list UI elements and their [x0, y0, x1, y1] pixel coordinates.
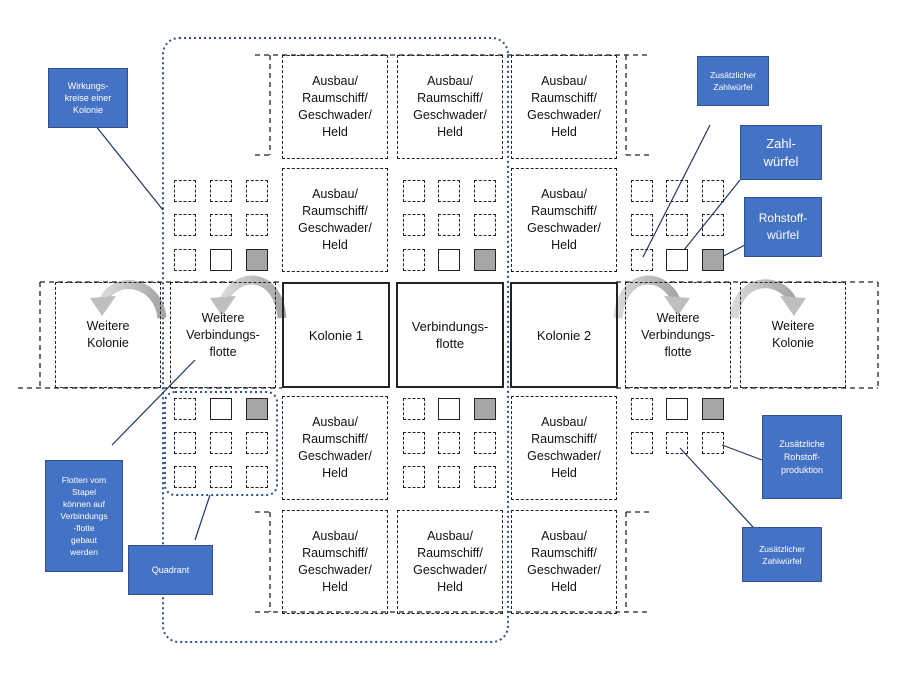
- rohstoffwuerfel-die: [702, 249, 724, 271]
- dice-slot: [474, 466, 496, 488]
- dice-slot: [631, 398, 653, 420]
- quadrant-outline: [164, 391, 278, 496]
- dice-slot: [631, 432, 653, 454]
- rohstoffwuerfel-die: [246, 398, 268, 420]
- dice-slot: [174, 398, 196, 420]
- kolonie-1: Kolonie 1: [282, 282, 390, 388]
- wirkungskreis-outline: [162, 37, 509, 643]
- zahlwuerfel-die: [438, 398, 460, 420]
- ausbau-cell-upper-1: Ausbau/ Raumschiff/ Geschwader/ Held: [282, 168, 388, 272]
- dice-slot: [246, 466, 268, 488]
- dice-slot: [246, 432, 268, 454]
- dice-slot: [631, 249, 653, 271]
- ausbau-cell-top-3: Ausbau/ Raumschiff/ Geschwader/ Held: [511, 55, 617, 159]
- rohstoffwuerfel-die: [702, 398, 724, 420]
- callout-rohstoffwuerfel: Rohstoff- würfel: [744, 197, 822, 257]
- callout-zusaetzliche-rohstoffproduktion: Zusätzliche Rohstoff- produktion: [762, 415, 842, 499]
- dice-slot: [174, 432, 196, 454]
- zahlwuerfel-die: [666, 398, 688, 420]
- zahlwuerfel-die: [210, 249, 232, 271]
- weitere-verbindungsflotte-left: Weitere Verbindungs- flotte: [170, 282, 276, 388]
- rohstoffwuerfel-die: [474, 249, 496, 271]
- dice-slot: [438, 214, 460, 236]
- dice-slot: [631, 214, 653, 236]
- dice-slot: [210, 214, 232, 236]
- dice-slot: [174, 180, 196, 202]
- connector-flotten: [111, 359, 196, 446]
- weitere-kolonie-right: Weitere Kolonie: [740, 282, 846, 388]
- callout-zahlwuerfel: Zahl- würfel: [740, 125, 822, 180]
- ausbau-cell-upper-3: Ausbau/ Raumschiff/ Geschwader/ Held: [511, 168, 617, 272]
- dice-slot: [174, 249, 196, 271]
- dice-slot: [174, 214, 196, 236]
- dice-slot: [666, 214, 688, 236]
- dice-slot: [174, 466, 196, 488]
- dice-slot: [702, 432, 724, 454]
- connector-zahlwuerfel: [679, 179, 741, 256]
- ausbau-cell-top-1: Ausbau/ Raumschiff/ Geschwader/ Held: [282, 55, 388, 159]
- dice-slot: [210, 180, 232, 202]
- dice-slot: [438, 432, 460, 454]
- weitere-verbindungsflotte-right: Weitere Verbindungs- flotte: [625, 282, 731, 388]
- callout-flotten-vom-stapel: Flotten vom Stapel können auf Verbindung…: [45, 460, 123, 572]
- dice-slot: [246, 180, 268, 202]
- arrow-right-inner: [613, 275, 690, 319]
- verbindungsflotte-center: Verbindungs- flotte: [396, 282, 504, 388]
- connector-zusaetzlicher-zahlwuerfel-top: [642, 124, 711, 258]
- dice-slot: [210, 432, 232, 454]
- dice-slot: [702, 214, 724, 236]
- dice-slot: [246, 214, 268, 236]
- dice-slot: [631, 180, 653, 202]
- rohstoffwuerfel-die: [474, 398, 496, 420]
- ausbau-cell-bottom-1: Ausbau/ Raumschiff/ Geschwader/ Held: [282, 510, 388, 614]
- ausbau-cell-bottom-2: Ausbau/ Raumschiff/ Geschwader/ Held: [397, 510, 503, 614]
- ausbau-cell-bottom-3: Ausbau/ Raumschiff/ Geschwader/ Held: [511, 510, 617, 614]
- ausbau-cell-lower-1: Ausbau/ Raumschiff/ Geschwader/ Held: [282, 396, 388, 500]
- zahlwuerfel-die: [210, 398, 232, 420]
- dice-slot: [474, 432, 496, 454]
- connector-wirkungskreise: [94, 124, 164, 211]
- weitere-kolonie-left: Weitere Kolonie: [55, 282, 161, 388]
- dice-slot: [403, 466, 425, 488]
- rohstoffwuerfel-die: [246, 249, 268, 271]
- dice-slot: [666, 432, 688, 454]
- arrow-right-outer: [729, 279, 806, 319]
- dice-slot: [403, 214, 425, 236]
- dice-slot: [403, 432, 425, 454]
- dice-slot: [666, 180, 688, 202]
- arrow-left-inner: [210, 275, 287, 319]
- dice-slot: [474, 214, 496, 236]
- dice-slot: [403, 398, 425, 420]
- dice-slot: [403, 180, 425, 202]
- callout-zusaetzlicher-zahlwuerfel-bottom: Zusätzlicher Zahlwürfel: [742, 527, 822, 582]
- dice-slot: [403, 249, 425, 271]
- zahlwuerfel-die: [438, 249, 460, 271]
- zahlwuerfel-die: [666, 249, 688, 271]
- connector-rohstoffproduktion: [721, 444, 763, 461]
- dice-slot: [438, 180, 460, 202]
- dice-slot: [474, 180, 496, 202]
- dice-slot: [210, 466, 232, 488]
- kolonie-2: Kolonie 2: [510, 282, 618, 388]
- callout-zusaetzlicher-zahlwuerfel-top: Zusätzlicher Zahlwürfel: [697, 56, 769, 106]
- ausbau-cell-top-2: Ausbau/ Raumschiff/ Geschwader/ Held: [397, 55, 503, 159]
- dice-slot: [438, 466, 460, 488]
- connector-zusaetzlicher-zahlwuerfel-bottom: [679, 447, 766, 541]
- ausbau-cell-lower-3: Ausbau/ Raumschiff/ Geschwader/ Held: [511, 396, 617, 500]
- dice-slot: [702, 180, 724, 202]
- callout-quadrant: Quadrant: [128, 545, 213, 595]
- arrow-left-outer: [90, 280, 167, 319]
- callout-wirkungskreise: Wirkungs- kreise einer Kolonie: [48, 68, 128, 128]
- connector-quadrant: [194, 494, 211, 541]
